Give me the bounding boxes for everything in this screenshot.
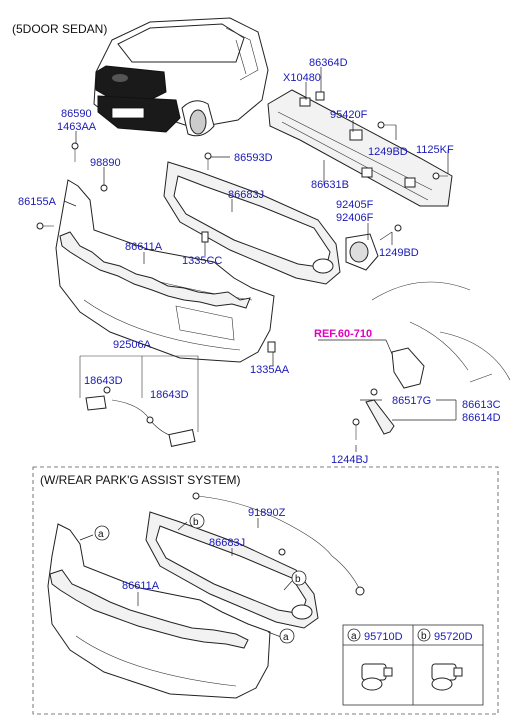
svg-text:a: a (283, 632, 289, 643)
label-86155A: 86155A (18, 196, 57, 208)
label-86517G: 86517G (392, 395, 431, 407)
svg-text:a: a (98, 529, 104, 540)
diagram-title: (5DOOR SEDAN) (12, 22, 107, 36)
reflector-lamp (345, 233, 379, 271)
svg-text:b: b (193, 517, 199, 528)
svg-text:b: b (295, 574, 301, 585)
inset-label-86611A: 86611A (122, 580, 160, 592)
wiring-harness (79, 355, 199, 447)
callout-b-2: b (291, 570, 307, 586)
callout-b-1: b (189, 513, 205, 529)
park-assist-inset: (W/REAR PARK'G ASSIST SYSTEM) 91890Z 866… (32, 466, 499, 715)
sensor-a-illustration (361, 663, 393, 691)
label-18643D-b: 18643D (150, 389, 189, 401)
legend-a: a 95710D (347, 628, 403, 643)
fasteners (36, 142, 402, 353)
svg-text:b: b (421, 631, 427, 642)
label-86683J: 86683J (228, 189, 264, 201)
inset-label-91890Z: 91890Z (248, 507, 286, 519)
label-1244BJ: 1244BJ (331, 454, 368, 466)
label-92406F: 92406F (336, 212, 374, 224)
label-1125KF: 1125KF (416, 144, 454, 156)
label-1249BD-b: 1249BD (379, 247, 419, 259)
car-illustration (93, 17, 269, 137)
leader-lines (63, 67, 457, 452)
label-92405F: 92405F (336, 199, 374, 211)
label-92506A: 92506A (113, 339, 152, 351)
bumper-rail (267, 89, 453, 207)
sensor-legend-table: a 95710D b 95720D (342, 624, 484, 706)
inset-title: (W/REAR PARK'G ASSIST SYSTEM) (40, 473, 241, 487)
callout-a-1: a (94, 525, 110, 541)
rear-bumper-cover (55, 179, 275, 363)
label-86590: 86590 (61, 108, 92, 120)
label-1335CC: 1335CC (182, 255, 222, 267)
sensor-b-illustration (431, 663, 463, 691)
label-98890: 98890 (90, 157, 121, 169)
label-ref-60-710: REF.60-710 (314, 328, 372, 340)
label-1463AA: 1463AA (57, 121, 97, 133)
label-86613C: 86613C (462, 399, 501, 411)
legend-b: b 95720D (417, 628, 473, 643)
label-1335AA: 1335AA (250, 364, 290, 376)
legend-a-part: 95710D (364, 631, 403, 643)
label-86364D: 86364D (309, 57, 348, 69)
label-1249BD-a: 1249BD (368, 146, 408, 158)
bumper-garnish (163, 161, 341, 285)
callout-a-2: a (279, 628, 295, 644)
fender-section (352, 281, 511, 440)
label-86611A: 86611A (125, 241, 163, 253)
label-18643D-a: 18643D (84, 375, 123, 387)
svg-text:a: a (351, 631, 357, 642)
inset-label-86683J: 86683J (209, 537, 245, 549)
label-86593D: 86593D (234, 152, 273, 164)
legend-b-part: 95720D (434, 631, 473, 643)
label-95420F: 95420F (330, 109, 368, 121)
label-86631B: 86631B (311, 179, 349, 191)
label-X10480: X10480 (283, 72, 321, 84)
label-86614D: 86614D (462, 412, 501, 424)
